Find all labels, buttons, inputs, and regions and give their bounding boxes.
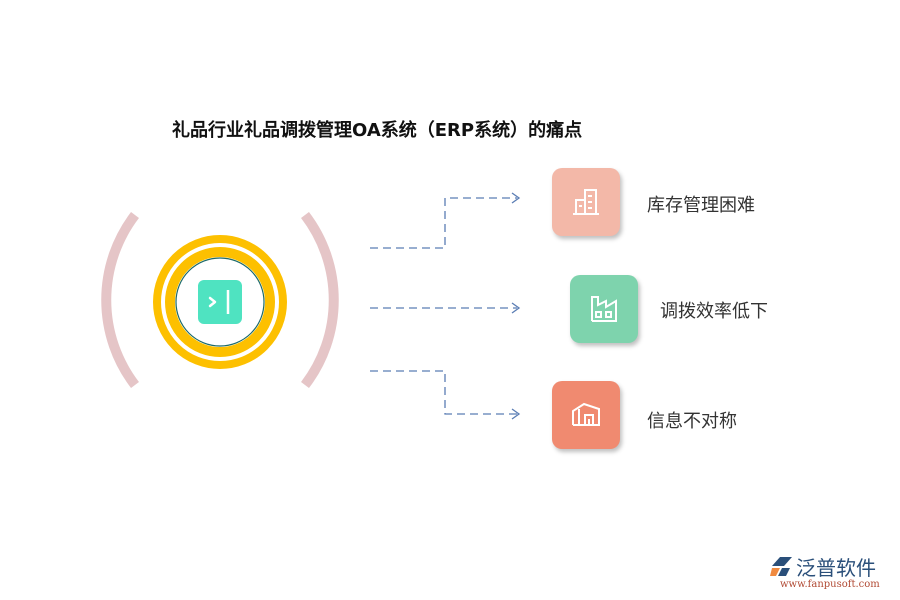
panel-collapse-icon — [198, 280, 242, 324]
brand-logo: 泛普软件 www.fanpusoft.com — [768, 552, 898, 596]
pain-point-label-3: 信息不对称 — [647, 411, 737, 432]
logo-name: 泛普软件 — [796, 556, 876, 580]
hub-graphic — [90, 200, 350, 400]
building-icon — [573, 189, 599, 215]
factory-icon — [591, 296, 617, 322]
warehouse-icon — [572, 402, 600, 426]
logo-mark-icon — [770, 557, 792, 576]
pain-point-card-2 — [570, 275, 638, 343]
pain-point-card-1 — [552, 168, 620, 236]
pain-point-label-2: 调拨效率低下 — [660, 301, 768, 322]
pain-point-label-1: 库存管理困难 — [647, 195, 755, 216]
pain-point-card-3 — [552, 381, 620, 449]
page-title: 礼品行业礼品调拨管理OA系统（ERP系统）的痛点 — [172, 120, 583, 141]
left-bracket — [101, 211, 139, 389]
logo-url: www.fanpusoft.com — [780, 579, 880, 590]
right-bracket — [301, 211, 339, 389]
